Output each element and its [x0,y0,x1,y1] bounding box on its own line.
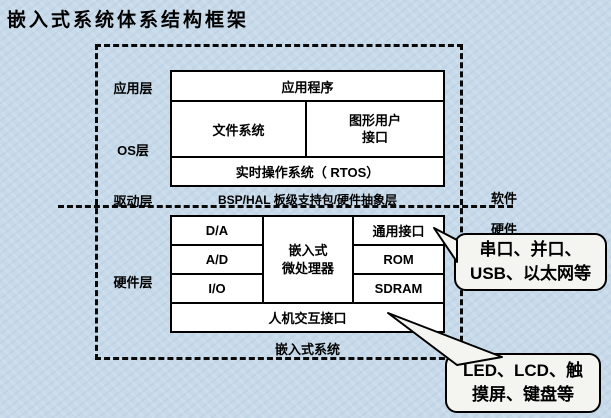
rom-box: ROM [354,244,443,273]
gui-line1: 图形用户 [348,113,401,128]
slide-title: 嵌入式系统体系结构框架 [7,10,250,31]
callout-interfaces-line1: 串口、并口、 [479,240,582,259]
bsp-hal-label: BSP/HAL 板级支持包/硬件抽象层 [217,193,398,207]
layer-label-os: OS层 [117,143,149,158]
software-hardware-divider [58,205,513,208]
layer-label-driver: 驱动层 [113,194,153,209]
layer-label-application: 应用层 [113,81,153,96]
da-box: D/A [205,223,229,238]
file-system-box: 文件系统 [172,102,307,156]
embedded-system-boundary [95,44,463,360]
callout-general-interfaces: 串口、并口、 USB、以太网等 [454,233,607,291]
gui-box: 图形用户 接口 [307,102,443,156]
human-machine-interface-box: 人机交互接口 [170,302,445,333]
io-box: I/O [172,273,262,302]
memory-column: 通用接口 ROM SDRAM [354,217,443,302]
software-stack-table: 应用程序 文件系统 图形用户 接口 实时操作系统（ RTOS） [170,70,445,187]
io-column: D/A A/D I/O [172,217,264,302]
general-interface-box: 通用接口 [372,224,425,239]
cpu-line1: 嵌入式 [288,242,328,258]
rtos-box: 实时操作系统（ RTOS） [235,165,380,180]
sdram-box: SDRAM [354,273,443,302]
callout-interfaces-line2: USB、以太网等 [470,264,591,283]
gui-line2: 接口 [361,130,388,145]
embedded-cpu-box: 嵌入式 微处理器 [264,217,354,302]
ad-box: A/D [172,244,262,273]
hardware-grid-table: D/A A/D I/O 嵌入式 微处理器 通用接口 ROM SDRAM [170,215,445,304]
side-label-software: 软件 [490,191,517,206]
callout-hmi-line2: 摸屏、键盘等 [472,385,574,404]
cpu-line2: 微处理器 [281,260,334,276]
application-program-box: 应用程序 [281,79,334,95]
embedded-system-label: 嵌入式系统 [274,342,340,357]
callout-hmi-line1: LED、LCD、触 [463,361,583,380]
layer-label-hardware: 硬件层 [113,275,153,290]
callout-hmi-devices: LED、LCD、触 摸屏、键盘等 [445,353,601,413]
